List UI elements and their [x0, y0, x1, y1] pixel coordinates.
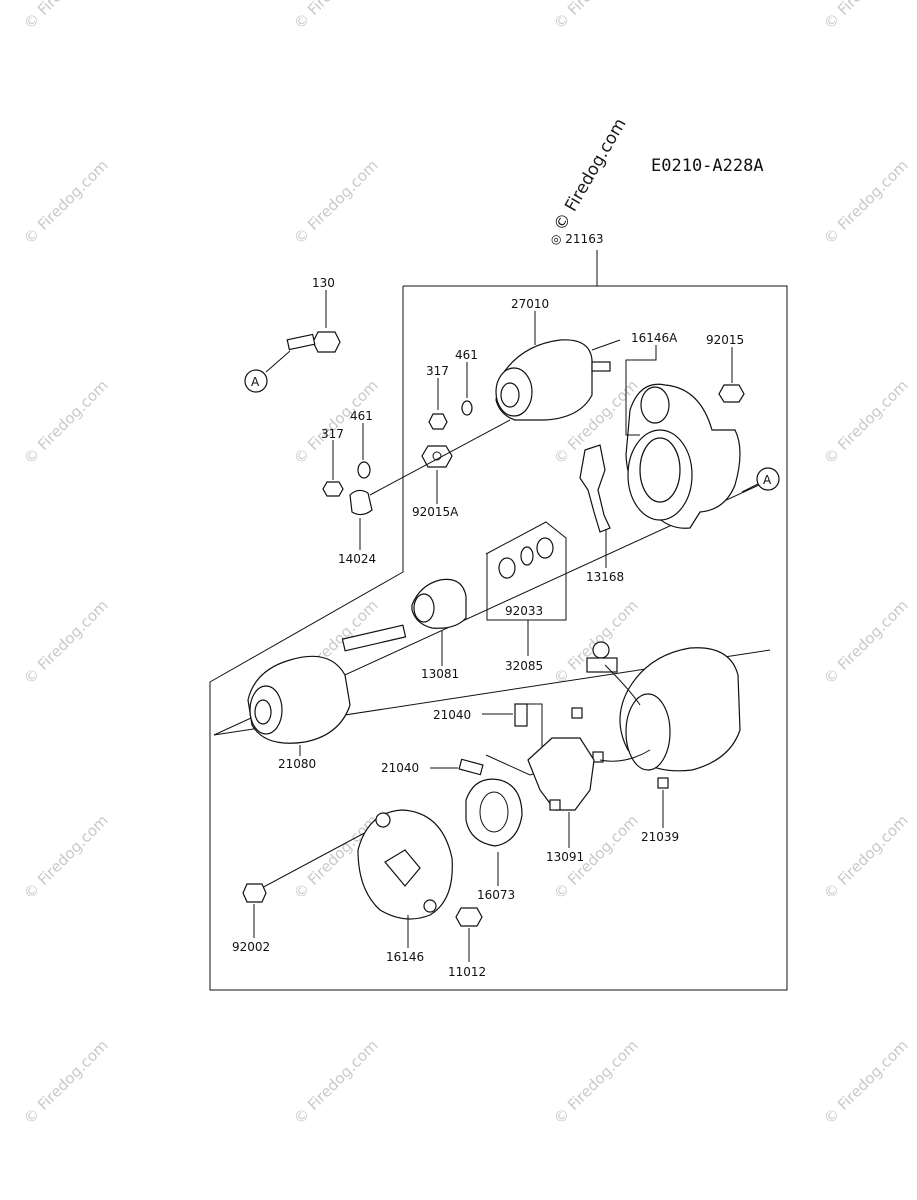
- label-21039: 21039: [641, 830, 679, 844]
- bolt-130: A: [244, 290, 341, 393]
- nut-317-lower: [322, 440, 344, 497]
- label-27010: 27010: [511, 297, 549, 311]
- solenoid-27010: [495, 311, 621, 421]
- plate-16073: [465, 778, 523, 886]
- watermark: © Firedog.com: [20, 0, 112, 33]
- nut-92015a: [421, 445, 453, 504]
- watermark-prominent: © Firedog.com: [550, 115, 631, 234]
- nut-11012: [455, 907, 483, 962]
- nut-92015: [718, 347, 745, 403]
- boot-14024: [349, 489, 373, 550]
- label-92015: 92015: [706, 333, 744, 347]
- watermark: © Firedog.com: [820, 596, 912, 688]
- watermark: © Firedog.com: [550, 0, 642, 33]
- label-16146a: 16146A: [631, 331, 678, 345]
- label-14024: 14024: [338, 552, 376, 566]
- label-21080: 21080: [278, 757, 316, 771]
- ref-marker-a-right: A: [741, 467, 780, 493]
- watermark: © Firedog.com: [290, 156, 382, 248]
- label-317-lower: 317: [321, 427, 344, 441]
- yoke-21039: [571, 641, 741, 828]
- label-13091: 13091: [546, 850, 584, 864]
- watermark: © Firedog.com: [20, 376, 112, 468]
- washers-92033: [485, 521, 567, 656]
- spring-21040-lower: [430, 754, 547, 776]
- housing-16146a: [625, 345, 741, 529]
- label-461-upper: 461: [455, 348, 478, 362]
- watermark: © Firedog.com: [20, 156, 112, 248]
- diagram-code: E0210-A228A: [651, 156, 764, 176]
- lever-13168: [579, 444, 611, 568]
- label-13081: 13081: [421, 667, 459, 681]
- label-16146: 16146: [386, 950, 424, 964]
- label-92033: 92033: [505, 604, 543, 618]
- ref-marker-a-text: A: [251, 375, 260, 389]
- watermark: © Firedog.com: [20, 596, 112, 688]
- part-labels: 130 27010 16146A 92015 461 317 461 317 9…: [232, 276, 744, 979]
- watermark-layer: © Firedog.com © Firedog.com © Firedog.co…: [20, 0, 912, 1128]
- watermark: © Firedog.com: [290, 1036, 382, 1128]
- spring-21040-upper: [482, 703, 543, 748]
- watermark: © Firedog.com: [820, 156, 912, 248]
- assembly-label: ◎ 21163: [551, 232, 603, 246]
- end-cover-16146: [357, 809, 453, 948]
- bolt-92002: [242, 829, 371, 938]
- watermark: © Firedog.com: [820, 376, 912, 468]
- label-317-upper: 317: [426, 364, 449, 378]
- watermark: © Firedog.com: [20, 1036, 112, 1128]
- label-13168: 13168: [586, 570, 624, 584]
- axis-line: [369, 419, 511, 496]
- label-16073: 16073: [477, 888, 515, 902]
- label-21040-upper: 21040: [433, 708, 471, 722]
- clutch-13081: [411, 578, 467, 666]
- clip-461-lower: [357, 423, 371, 479]
- assembly-outline: [209, 285, 788, 991]
- clip-461-upper: [461, 362, 473, 416]
- watermark: © Firedog.com: [290, 0, 382, 33]
- label-130: 130: [312, 276, 335, 290]
- ref-marker-a-text: A: [763, 473, 772, 487]
- label-32085: 32085: [505, 659, 543, 673]
- label-21040-lower: 21040: [381, 761, 419, 775]
- label-461-lower: 461: [350, 409, 373, 423]
- watermark: © Firedog.com: [820, 1036, 912, 1128]
- watermark: © Firedog.com: [20, 811, 112, 903]
- ref-marker-a-left: [244, 369, 268, 393]
- brush-holder-13091: [527, 737, 595, 848]
- nut-317-upper: [428, 378, 448, 430]
- watermark: © Firedog.com: [820, 811, 912, 903]
- watermark: © Firedog.com: [550, 596, 642, 688]
- label-11012: 11012: [448, 965, 486, 979]
- watermark: © Firedog.com: [550, 1036, 642, 1128]
- watermark: © Firedog.com: [820, 0, 912, 33]
- label-92015a: 92015A: [412, 505, 459, 519]
- label-92002: 92002: [232, 940, 270, 954]
- armature-21080: [247, 624, 407, 756]
